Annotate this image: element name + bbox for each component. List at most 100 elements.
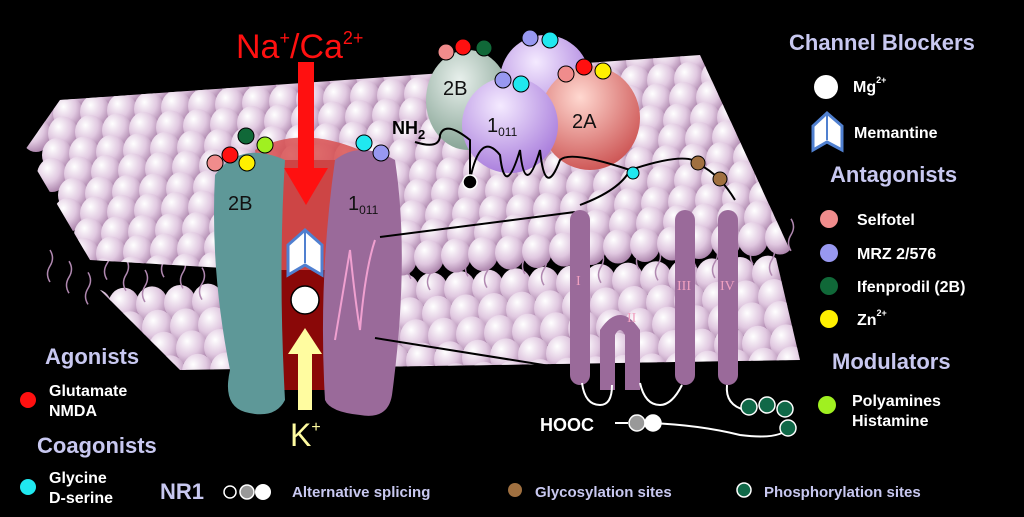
lipid-head xyxy=(452,409,484,445)
lipid-tail xyxy=(84,272,92,305)
phosphorylation-legend-dot xyxy=(736,482,752,498)
phosphorylation-sites xyxy=(740,396,797,437)
lipid-head xyxy=(508,406,540,442)
lipid-head xyxy=(446,387,478,423)
ctail-splice-white xyxy=(644,414,662,432)
lipid-tail xyxy=(122,258,130,292)
lipid-head xyxy=(642,377,674,413)
lipid-head xyxy=(256,418,288,454)
zinc-dot xyxy=(820,310,838,328)
lipid-head xyxy=(748,347,780,370)
lipid-head xyxy=(707,55,737,73)
lipid-head xyxy=(390,389,422,425)
lipid-head xyxy=(592,402,624,438)
mrz-dot xyxy=(820,244,838,262)
lipid-tail xyxy=(198,267,206,300)
mrz-label: MRZ 2/576 xyxy=(857,246,936,263)
ifenprodil-label: Ifenprodil (2B) xyxy=(857,279,965,296)
glutamate-dot xyxy=(20,392,36,408)
splice-dot-white xyxy=(255,484,271,500)
lipid-head xyxy=(396,411,428,447)
nmda-label: NMDA xyxy=(49,403,97,420)
lipid-head xyxy=(166,401,198,437)
lipid-head xyxy=(171,253,201,288)
antagonists-heading: Antagonists xyxy=(830,162,957,187)
n-terminal-dot xyxy=(462,174,478,190)
polyamines-dot xyxy=(818,396,836,414)
lipid-head xyxy=(114,311,146,348)
lipid-tail xyxy=(141,269,149,303)
alternative-splicing-label: Alternative splicing xyxy=(292,484,430,501)
polyamines-site xyxy=(256,136,274,154)
ifenprodil-site xyxy=(237,127,255,145)
modulators-heading: Modulators xyxy=(832,349,951,374)
lipid-head xyxy=(441,238,471,273)
lipid-head xyxy=(96,236,126,271)
agonists-heading: Agonists xyxy=(45,344,139,369)
d-serine-label: D-serine xyxy=(49,490,113,507)
lipid-head xyxy=(723,79,753,113)
glycine-site xyxy=(355,134,373,152)
svg-text:III: III xyxy=(677,279,691,294)
phosphorylation-site xyxy=(779,419,797,437)
efflux-ion-label: K+ xyxy=(290,417,321,453)
ifenprodil-dot xyxy=(820,277,838,295)
glycosylation-site xyxy=(712,171,728,187)
lipid-head xyxy=(194,399,226,435)
lipid-head xyxy=(530,382,562,418)
glutamate-label: Glutamate xyxy=(49,383,127,400)
svg-text:2A: 2A xyxy=(572,111,597,133)
nr2a-extracellular: 2A xyxy=(540,66,640,170)
lipid-head xyxy=(468,361,500,370)
lipid-head xyxy=(780,254,800,291)
svg-text:II: II xyxy=(627,311,637,326)
lipid-head xyxy=(40,292,56,328)
lipid-head xyxy=(368,413,400,449)
na-ca-influx-arrow xyxy=(284,62,328,205)
svg-text:2B: 2B xyxy=(443,78,467,100)
lipid-head xyxy=(474,385,506,421)
lipid-head xyxy=(69,238,99,272)
lipid-head xyxy=(798,323,800,359)
lipid-tail xyxy=(787,218,795,252)
lipid-head xyxy=(502,384,534,420)
lipid-head xyxy=(144,255,174,289)
selfotel-site xyxy=(437,43,455,61)
lipid-head xyxy=(776,346,800,370)
lipid-head xyxy=(480,407,512,443)
lipid-head xyxy=(228,420,260,456)
lipid-head xyxy=(132,379,164,415)
ifenprodil-site xyxy=(475,39,493,57)
mg-label: Mg2+ xyxy=(853,75,886,96)
svg-text:IV: IV xyxy=(720,279,735,294)
lipid-head xyxy=(154,355,186,370)
lipid-head xyxy=(200,421,232,457)
lipid-head xyxy=(786,277,800,314)
lipid-head xyxy=(418,388,450,424)
lipid-head xyxy=(728,59,758,93)
lipid-head xyxy=(744,99,774,133)
svg-text:1011: 1011 xyxy=(487,115,518,139)
lipid-head xyxy=(80,289,112,326)
mg-in-pore xyxy=(290,285,320,315)
nr1-label: NR1 xyxy=(160,479,204,504)
selfotel-site xyxy=(206,154,224,172)
glycine-site-topology xyxy=(626,166,640,180)
lipid-head xyxy=(188,376,220,412)
lipid-head xyxy=(462,339,494,370)
mg-legend-dot xyxy=(814,75,838,99)
glycine-label: Glycine xyxy=(49,470,107,487)
lipid-head xyxy=(630,228,660,262)
p-loop xyxy=(334,239,376,341)
glutamate-site xyxy=(454,38,472,56)
lipid-head xyxy=(782,369,800,370)
glycosylation-label: Glycosylation sites xyxy=(535,484,672,501)
polyamines-label: Polyamines xyxy=(852,393,941,410)
lipid-head xyxy=(496,360,528,370)
lipid-head xyxy=(776,179,790,213)
glycosylation-site xyxy=(690,155,706,171)
svg-text:2B: 2B xyxy=(228,193,252,215)
nh2-label: NH2 xyxy=(392,118,425,142)
transmembrane-helices xyxy=(570,210,738,390)
